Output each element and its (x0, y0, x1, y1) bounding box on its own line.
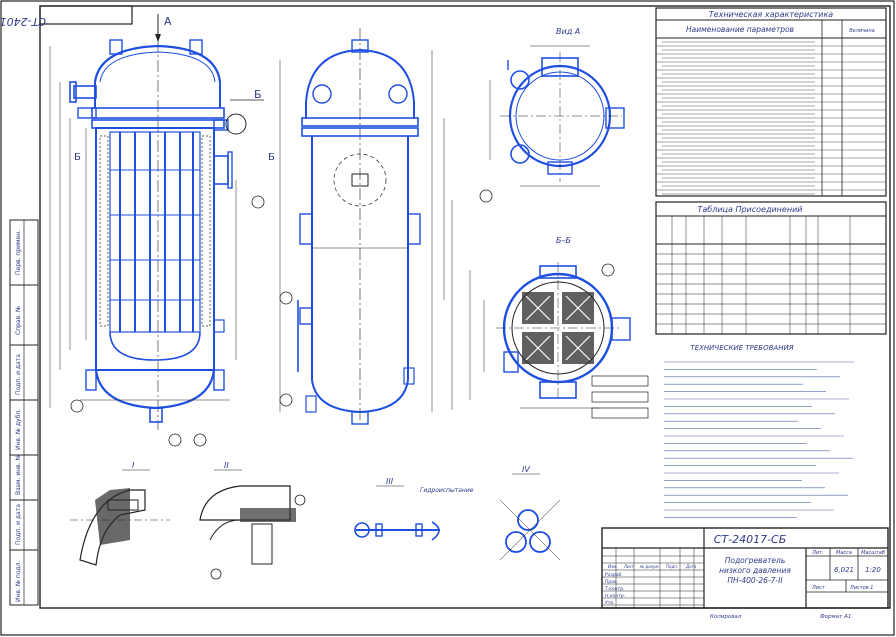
detail-i-label: I (132, 461, 135, 470)
title-block-grid (602, 548, 704, 608)
top-stamp: СТ-24017-СБ (0, 5, 133, 28)
section-bb: Б–Б (469, 236, 631, 409)
callout-b: Б (254, 88, 262, 101)
tb-role-1: Разраб. (605, 572, 623, 578)
view-a-title: Вид А (556, 27, 580, 36)
tb-role-2: Пров. (605, 579, 618, 585)
strip-text-6: Подп. и дата (15, 504, 22, 545)
tech-req-title: ТЕХНИЧЕСКИЕ ТРЕБОВАНИЯ (690, 344, 793, 352)
tb-col-5: Дата (685, 564, 697, 569)
strip-text-4: Инв. № дубл. (15, 409, 22, 450)
strip-text-1: Перв. примен. (15, 230, 22, 275)
strip-text-7: Инв. № подл. (15, 561, 22, 602)
section-mark-b-left: Б (74, 152, 81, 163)
strip-text-3: Подп. и дата (15, 354, 22, 395)
title-block-copied: Копировал (710, 614, 742, 620)
detail-i: I (70, 461, 170, 566)
title-block-name-1: Подогреватель (725, 556, 786, 565)
top-stamp-text: СТ-24017-СБ (0, 15, 46, 28)
detail-iii-note: Гидроиспытание (420, 487, 474, 494)
title-block-scale: 1:20 (865, 566, 881, 574)
nozzle-table: Таблица Присоединений (655, 201, 887, 335)
title-block-name-2: низкого давления (719, 566, 791, 575)
tb-col-4: Подп. (666, 564, 678, 569)
title-block-code: СТ-24017-СБ (714, 533, 787, 546)
side-strip: Перв. примен. Справ. № Подп. и дата Инв.… (9, 219, 39, 606)
tb-role-3: Т.контр. (605, 586, 625, 592)
tech-req-lines (664, 361, 854, 518)
inner-frame (39, 5, 891, 609)
title-block-name-3: ПН-400-26-7-II (727, 576, 783, 585)
tb-role-6: Утв. (605, 600, 614, 606)
strip-text-2: Справ. № (15, 306, 22, 335)
tb-col-2: Лист (623, 564, 635, 569)
tech-requirements: ТЕХНИЧЕСКИЕ ТРЕБОВАНИЯ (664, 344, 854, 518)
detail-iv-label: IV (522, 465, 530, 474)
title-block-sheets: Листов 1 (849, 585, 873, 591)
tb-col-3: № докум. (639, 564, 660, 569)
detail-iv: IV (499, 465, 561, 561)
detail-iii: III Гидроиспытание (354, 477, 474, 541)
nozzle-table-grid (656, 216, 886, 334)
title-block-mass: 6,021 (834, 566, 854, 574)
detail-ii-label: II (224, 461, 229, 470)
detail-iii-label: III (386, 477, 394, 486)
title-block-masht: Масштаб (861, 550, 885, 556)
tech-char-col-name: Наименование параметров (686, 25, 794, 34)
view-a-letter: А (164, 15, 172, 28)
strip-text-5: Взам. инв. № (15, 454, 22, 495)
tb-role-5: Н.контр. (605, 593, 625, 599)
title-block-lit: Лит. (811, 550, 824, 556)
title-block: СТ-24017-СБ Подогреватель низкого давлен… (601, 527, 889, 620)
center-stamps (591, 375, 649, 419)
main-section-view: А (49, 14, 275, 447)
tech-char-title: Техническая характеристика (709, 10, 834, 19)
view-a-plan: Вид А (479, 27, 625, 203)
tech-char-table: Техническая характеристика Наименование … (655, 7, 887, 197)
external-view (279, 28, 453, 425)
title-block-massa: Масса (836, 550, 852, 556)
section-mark-b-right: Б (268, 152, 275, 163)
tech-char-col-value: Величина (849, 28, 875, 34)
detail-ii: II (199, 461, 306, 580)
tech-char-rows (656, 41, 886, 195)
title-block-format: Формат А1 (820, 614, 851, 620)
title-block-sheet: Лист (811, 585, 826, 591)
nozzle-table-title: Таблица Присоединений (698, 205, 803, 214)
section-bb-title: Б–Б (556, 236, 571, 245)
tb-col-1: Изм. (608, 564, 617, 569)
